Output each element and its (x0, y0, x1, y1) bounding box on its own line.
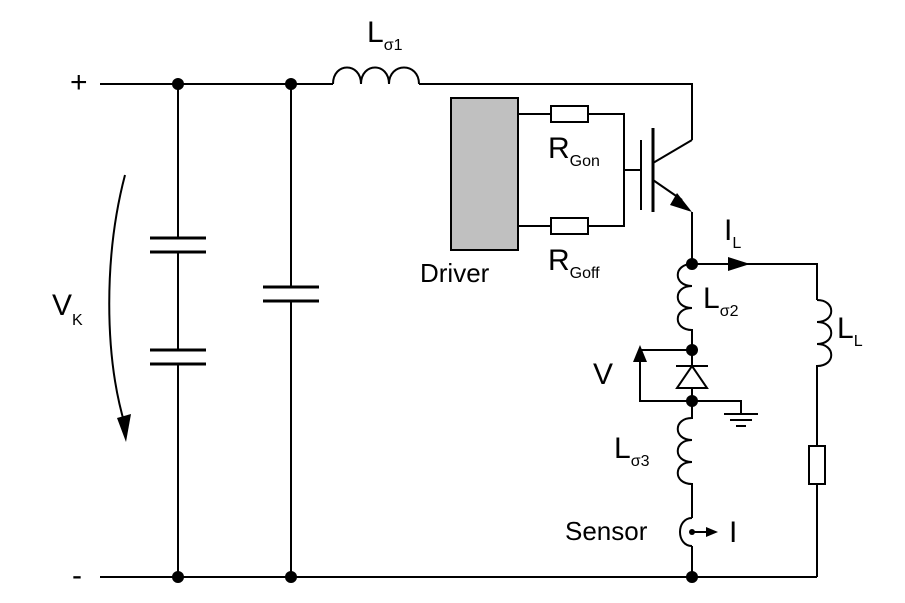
junction-dot (285, 78, 297, 90)
v-arrowhead (633, 345, 647, 362)
top-rail-wire (100, 83, 693, 140)
vk-sub: K (72, 312, 83, 329)
sensor-current-label: I (729, 516, 737, 549)
driver-label: Driver (420, 258, 490, 288)
diode-symbol (675, 364, 709, 389)
minus-terminal: - (72, 559, 82, 592)
capacitor-upper (150, 236, 206, 254)
junction-dot (172, 78, 184, 90)
v-measurement-wire (639, 349, 692, 402)
gate-resistor-wires (518, 113, 641, 227)
vk-label: VK (52, 289, 83, 329)
sensor-label: Sensor (565, 516, 648, 546)
load-resistor (808, 445, 826, 485)
il-arrowhead (728, 257, 750, 271)
sensor-output-arrow (706, 527, 718, 537)
plus-terminal: + (70, 66, 88, 99)
rgoff-label: RGoff (548, 244, 600, 282)
ll-label: LL (837, 312, 863, 350)
ground-symbol (692, 400, 758, 427)
il-label: IL (724, 214, 741, 252)
resistor-gon (550, 105, 589, 123)
inductor-load (816, 299, 833, 446)
igbt-emitter-arrow (670, 193, 692, 212)
ls1-label: Lσ1 (367, 16, 403, 54)
current-sensor (679, 517, 693, 547)
v-label: V (593, 358, 613, 391)
inductor-ls2 (676, 263, 693, 350)
igbt-collector (652, 139, 693, 164)
ls2-label: Lσ2 (703, 282, 739, 320)
vk-arrow (108, 174, 126, 426)
driver-box (450, 97, 519, 251)
inductor-ls1 (332, 66, 420, 85)
ls3-label: Lσ3 (614, 432, 650, 470)
capacitor-lower (150, 348, 206, 366)
junction-dot (285, 571, 297, 583)
inductor-ls3 (676, 401, 693, 518)
junction-dot (172, 571, 184, 583)
capacitor-2 (263, 285, 319, 303)
resistor-goff (550, 217, 589, 235)
rgon-label: RGon (548, 132, 600, 170)
vk-arrowhead (117, 414, 131, 442)
vk-main: V (52, 289, 72, 322)
